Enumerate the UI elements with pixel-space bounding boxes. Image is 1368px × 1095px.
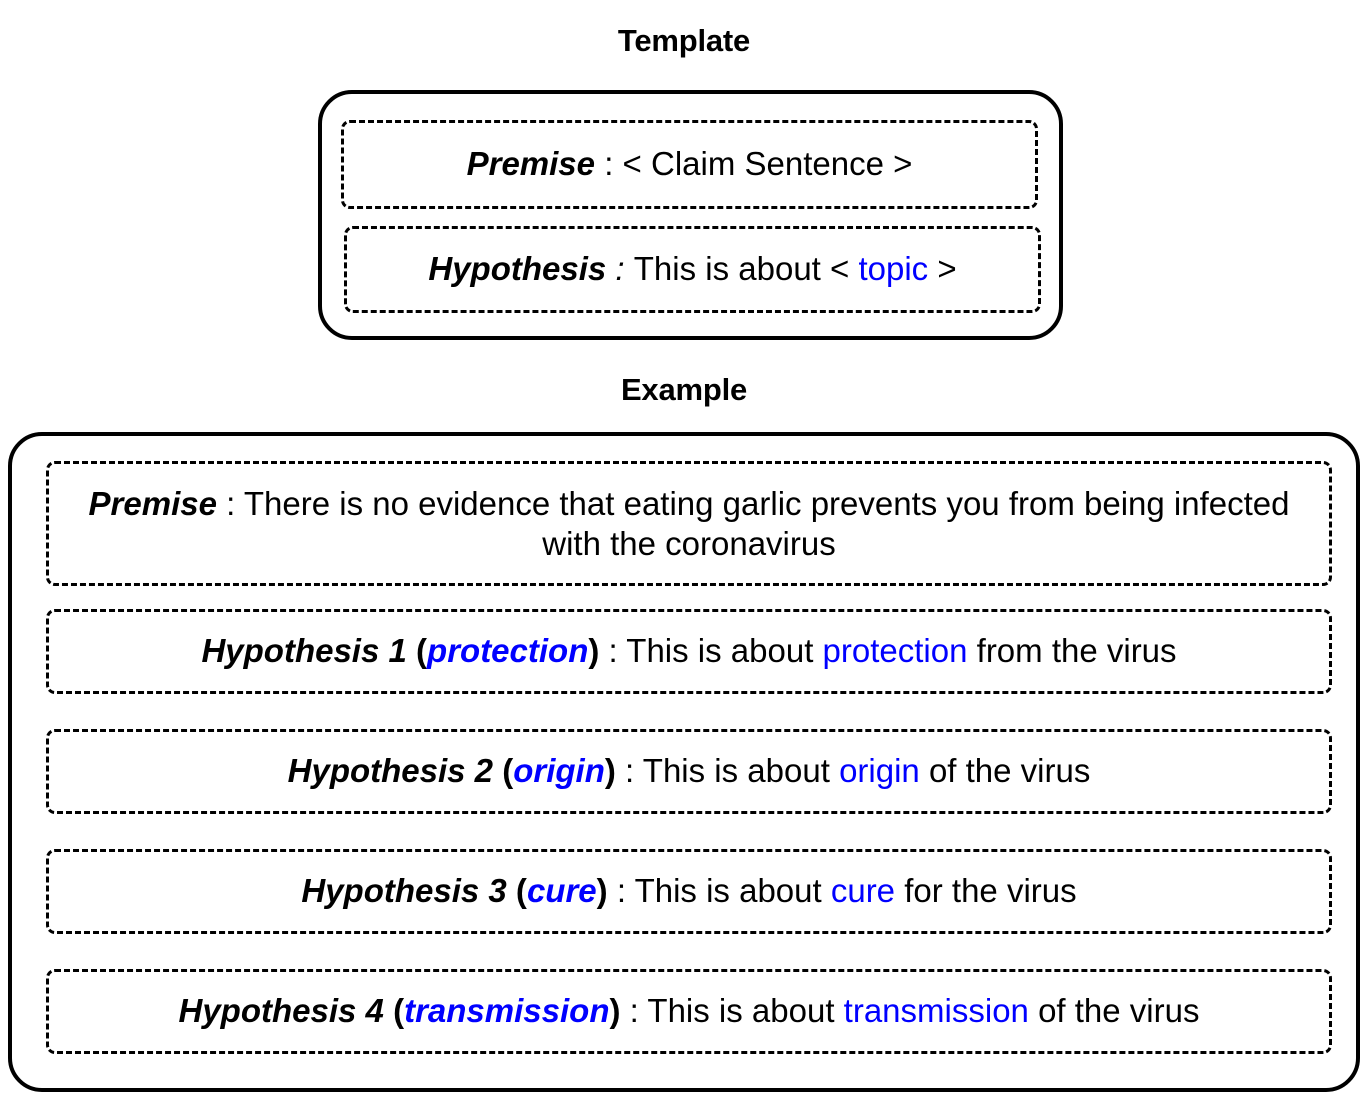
hypothesis-separator: : bbox=[599, 632, 627, 670]
hypothesis-close-paren: ) bbox=[609, 992, 621, 1030]
example-hypothesis-row: Hypothesis 3 (cure) : This is about cure… bbox=[46, 849, 1332, 934]
hypothesis-topic: protection bbox=[822, 632, 968, 670]
hypothesis-topic-tag: cure bbox=[526, 872, 597, 910]
hypothesis-topic: transmission bbox=[843, 992, 1029, 1030]
example-premise-text: Premise : There is no evidence that eati… bbox=[63, 484, 1315, 563]
template-hypothesis-close-angle: > bbox=[928, 250, 957, 288]
hypothesis-suffix: from the virus bbox=[967, 632, 1177, 670]
example-premise-label: Premise bbox=[88, 484, 217, 522]
hypothesis-label: Hypothesis 2 bbox=[287, 752, 494, 790]
hypothesis-topic-tag: transmission bbox=[404, 992, 610, 1030]
template-premise-text: Premise : < Claim Sentence > bbox=[467, 145, 913, 184]
hypothesis-topic-tag: protection bbox=[427, 632, 589, 670]
example-hypothesis-text: Hypothesis 3 (cure) : This is about cure… bbox=[301, 872, 1076, 911]
hypothesis-topic: cure bbox=[830, 872, 896, 910]
example-hypothesis-text: Hypothesis 4 (transmission) : This is ab… bbox=[179, 992, 1200, 1031]
hypothesis-suffix: of the virus bbox=[1028, 992, 1200, 1030]
hypothesis-separator: : bbox=[620, 992, 648, 1030]
template-hypothesis-topic-placeholder: topic bbox=[858, 250, 929, 288]
template-section-title: Template bbox=[617, 23, 751, 58]
hypothesis-topic: origin bbox=[839, 752, 920, 790]
template-premise-value: < Claim Sentence > bbox=[622, 145, 913, 183]
hypothesis-prefix: This is about bbox=[642, 752, 840, 790]
hypothesis-label: Hypothesis 4 bbox=[178, 992, 384, 1030]
example-hypothesis-row: Hypothesis 2 (origin) : This is about or… bbox=[46, 729, 1332, 814]
template-hypothesis-box: Hypothesis : This is about < topic > bbox=[344, 226, 1041, 313]
example-premise-box: Premise : There is no evidence that eati… bbox=[46, 461, 1332, 586]
hypothesis-prefix: This is about bbox=[634, 872, 831, 910]
template-hypothesis-label: Hypothesis bbox=[428, 250, 607, 288]
example-hypothesis-row: Hypothesis 4 (transmission) : This is ab… bbox=[46, 969, 1332, 1054]
hypothesis-separator: : bbox=[607, 872, 635, 910]
template-hypothesis-text: Hypothesis : This is about < topic > bbox=[428, 250, 956, 289]
template-hypothesis-open-angle: < bbox=[830, 250, 859, 288]
hypothesis-label: Hypothesis 1 bbox=[201, 632, 407, 670]
hypothesis-open-paren: ( bbox=[383, 992, 405, 1030]
hypothesis-topic-tag: origin bbox=[513, 752, 605, 790]
example-hypothesis-row: Hypothesis 1 (protection) : This is abou… bbox=[46, 609, 1332, 694]
hypothesis-open-paren: ( bbox=[506, 872, 527, 910]
example-premise-separator: : bbox=[216, 484, 244, 522]
template-premise-separator: : bbox=[595, 145, 623, 183]
hypothesis-close-paren: ) bbox=[604, 752, 616, 790]
hypothesis-label: Hypothesis 3 bbox=[301, 872, 507, 910]
hypothesis-separator: : bbox=[615, 752, 643, 790]
example-hypothesis-text: Hypothesis 2 (origin) : This is about or… bbox=[288, 752, 1091, 791]
hypothesis-prefix: This is about bbox=[647, 992, 844, 1030]
hypothesis-prefix: This is about bbox=[626, 632, 823, 670]
template-premise-label: Premise bbox=[466, 145, 596, 183]
hypothesis-open-paren: ( bbox=[406, 632, 428, 670]
example-hypothesis-text: Hypothesis 1 (protection) : This is abou… bbox=[201, 632, 1176, 671]
hypothesis-close-paren: ) bbox=[596, 872, 608, 910]
example-premise-value: There is no evidence that eating garlic … bbox=[243, 484, 1290, 562]
hypothesis-suffix: for the virus bbox=[895, 872, 1077, 910]
template-hypothesis-prefix: This is about bbox=[633, 250, 831, 288]
hypothesis-close-paren: ) bbox=[588, 632, 600, 670]
hypothesis-suffix: of the virus bbox=[919, 752, 1091, 790]
example-section-title: Example bbox=[620, 372, 748, 407]
template-premise-box: Premise : < Claim Sentence > bbox=[341, 120, 1038, 209]
template-hypothesis-separator: : bbox=[606, 250, 634, 288]
hypothesis-open-paren: ( bbox=[493, 752, 514, 790]
